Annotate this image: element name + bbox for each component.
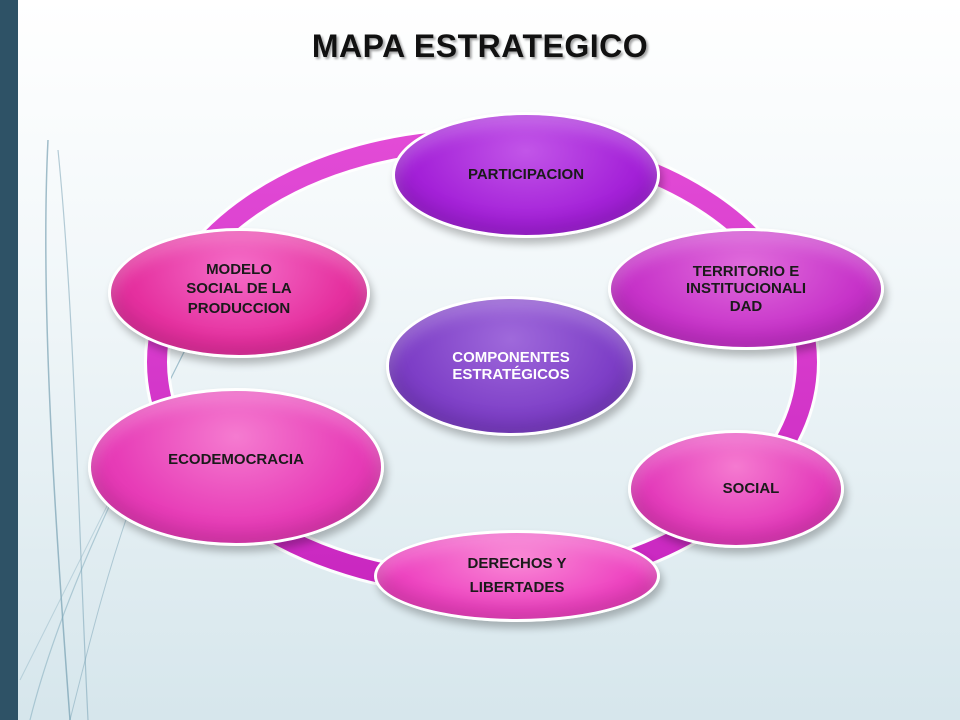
node-label-line-2: INSTITUCIONALI [686,280,806,298]
center-node-componentes-estrategicos: COMPONENTES ESTRATÉGICOS [386,296,636,436]
center-label-line-1: COMPONENTES [452,348,570,366]
page-title: MAPA ESTRATEGICO [311,28,649,64]
node-participacion: PARTICIPACION [392,112,660,238]
node-ecodemocracia: ECODEMOCRACIA [88,388,384,546]
left-accent-bar [0,0,18,720]
node-label: PARTICIPACION [467,166,585,184]
node-social: SOCIAL [628,430,844,548]
node-label: ECODEMOCRACIA [168,451,304,469]
node-derechos-libertades: DERECHOS Y LIBERTADES [374,530,660,622]
node-label-line-2: LIBERTADES [469,579,565,596]
center-label-line-2: ESTRATÉGICOS [452,366,570,383]
node-label-line-1: TERRITORIO E [692,263,800,281]
node-label-line-3: PRODUCCION [187,299,291,317]
node-label-line-3: DAD [729,297,763,315]
node-label-line-1: DERECHOS Y [467,555,567,572]
node-modelo-social-produccion: MODELO SOCIAL DE LA PRODUCCION [108,228,370,358]
node-label-line-1: MODELO [206,260,272,278]
node-label: SOCIAL [722,480,780,498]
node-territorio-institucionalidad: TERRITORIO E INSTITUCIONALI DAD [608,228,884,350]
node-label-line-2: SOCIAL DE LA [186,280,292,298]
